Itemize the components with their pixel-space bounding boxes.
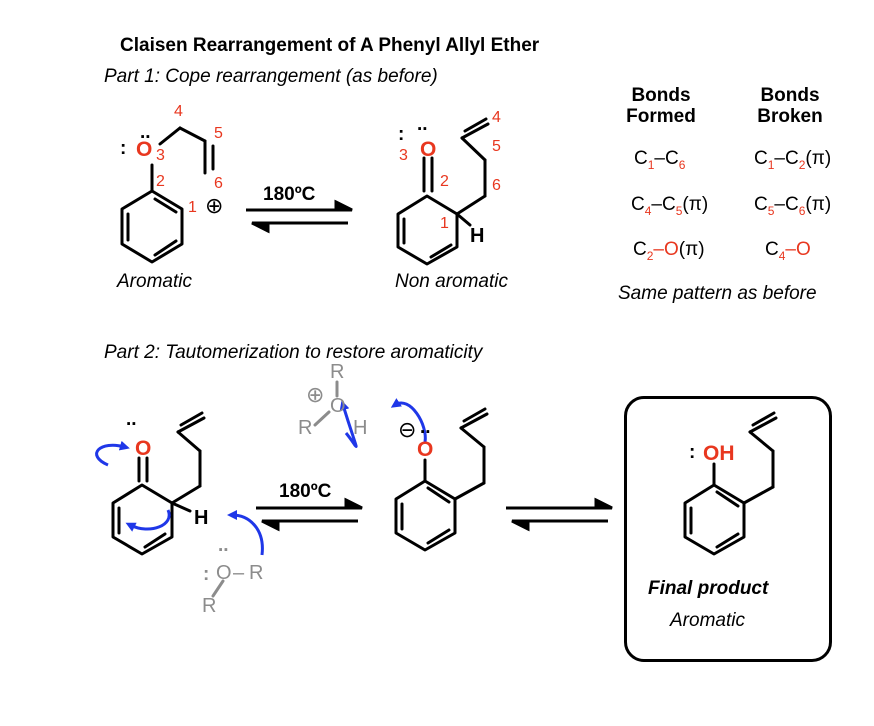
p2mol1-structure [111, 411, 206, 556]
acid-oxygen: O [330, 395, 346, 417]
mol1-num-1: 1 [188, 199, 197, 216]
acid-r1: R [330, 361, 344, 383]
p2mol1-oxygen: O [135, 437, 151, 460]
formed-bond-1: C1–C6 [634, 148, 686, 172]
mol2-lone-pair-top: .. [417, 114, 428, 135]
p2mol1-lone-pair: .. [126, 409, 137, 430]
caption-same-pattern: Same pattern as before [618, 283, 817, 304]
base-r2: R [202, 595, 216, 617]
equilibrium-arrows [246, 199, 613, 532]
final-aromatic-label: Aromatic [670, 610, 745, 631]
bonds-broken-line1: Bonds [760, 85, 820, 106]
bonds-broken-header: Bonds Broken [735, 86, 845, 126]
bonds-formed-line2: Formed [626, 106, 696, 127]
final-structure [683, 411, 778, 556]
mol2-hydrogen: H [470, 225, 484, 247]
mol2-num-2: 2 [440, 173, 449, 190]
caption-aromatic: Aromatic [117, 271, 192, 292]
mol2-oxygen: O [420, 138, 436, 161]
enolate-charge: ⊖ [398, 417, 416, 442]
mol1-lone-pair-top: .. [140, 122, 151, 143]
mol1-structure [120, 126, 215, 264]
page-title: Claisen Rearrangement of A Phenyl Allyl … [120, 35, 540, 56]
curved-arrows [95, 398, 427, 556]
formed-bond-3: C2–O(π) [633, 239, 705, 263]
formed-bond-2: C4–C5(π) [631, 194, 709, 218]
acid-charge: ⊕ [306, 382, 324, 407]
broken-bond-2: C5–C6(π) [754, 194, 832, 218]
enolate-structure [394, 407, 489, 552]
enolate-lone-pair: .. [420, 417, 431, 438]
base-lone-pair-top: .. [218, 535, 229, 556]
mol1-num-4: 4 [174, 103, 183, 120]
mol2-structure [396, 117, 490, 266]
bonds-broken-line2: Broken [757, 106, 823, 127]
part2-heading: Part 2: Tautomerization to restore aroma… [104, 342, 483, 363]
base-dash: – [233, 562, 245, 584]
acid-hydrogen: H [353, 417, 367, 439]
condition-1: 180ºC [263, 184, 316, 205]
bonds-formed-line1: Bonds [631, 85, 691, 106]
mol1-oxygen: O [136, 138, 152, 161]
mol2-num-5: 5 [492, 138, 501, 155]
bonds-formed-header: Bonds Formed [606, 86, 716, 126]
mol1-charge: ⊕ [205, 193, 223, 218]
mol1-num-6: 6 [214, 175, 223, 192]
mol1-lone-pair-left: : [120, 138, 126, 159]
final-lone-pair: : [689, 442, 695, 463]
mol2-num-4: 4 [492, 109, 501, 126]
broken-bond-1: C1–C2(π) [754, 148, 832, 172]
base-r1: R [249, 562, 263, 584]
final-product-box [624, 396, 832, 662]
acid-r2: R [298, 417, 312, 439]
final-product-label: Final product [648, 578, 769, 599]
mol1-num-5: 5 [214, 125, 223, 142]
broken-bond-3: C4–O [765, 239, 811, 263]
enolate-oxygen: O [417, 438, 433, 461]
base-oxygen: O [216, 562, 232, 584]
mol2-lone-pair-left: : [398, 124, 404, 145]
p2mol1-hydrogen: H [194, 507, 208, 529]
condition-2: 180ºC [279, 481, 332, 502]
mol1-num-2: 2 [156, 173, 165, 190]
mol2-num-3: 3 [399, 147, 408, 164]
caption-non-aromatic: Non aromatic [395, 271, 508, 292]
mol2-num-6: 6 [492, 177, 501, 194]
mol2-num-1: 1 [440, 215, 449, 232]
base-lone-pair-left: : [203, 564, 209, 585]
mol1-num-3: 3 [156, 147, 165, 164]
final-oh: OH [703, 442, 735, 465]
part1-heading: Part 1: Cope rearrangement (as before) [104, 66, 438, 87]
